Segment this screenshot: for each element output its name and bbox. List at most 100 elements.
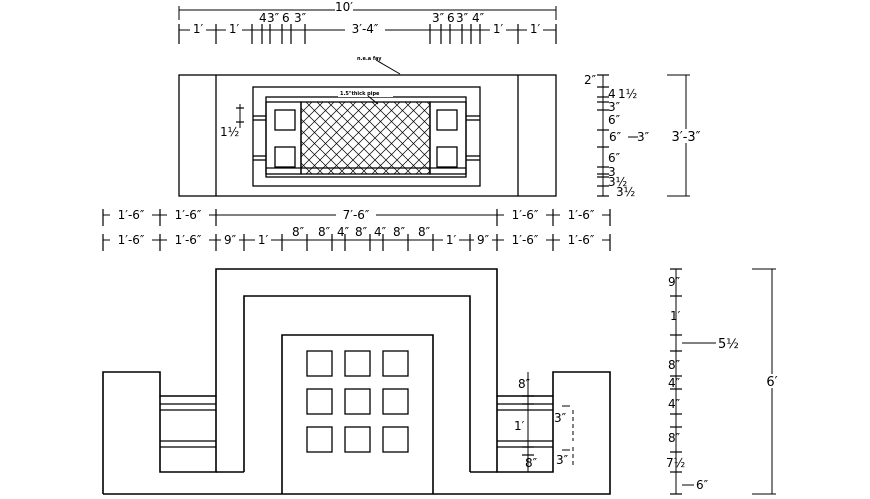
mesh-line [493, 102, 565, 174]
top-plan-right-chain: 2″ 4 1½ 3″ 6″ 6″ 6″ 3 3½ 3½ 3″ 3′-3″ [584, 73, 707, 199]
dim-label: 1′-6″ [512, 208, 539, 222]
mesh-line [382, 126, 430, 174]
dim-label: 3″ [637, 130, 650, 144]
overall-width-dimension: 10′ [178, 0, 557, 20]
mesh-line [301, 102, 368, 169]
mesh-line [316, 102, 390, 174]
dim-label: 4″ [374, 225, 387, 239]
dim-label: 6 [282, 11, 290, 25]
dim-label: 3″ [554, 411, 567, 425]
dim-label: 1′ [514, 419, 525, 433]
mesh-line [404, 148, 430, 174]
dim-label: 8″ [418, 225, 431, 239]
mid-dimension-row-1: 1′-6″ 1′-6″ 7′-6″ 1′-6″ 1′-6″ [102, 208, 611, 226]
dim-label: 8″ [525, 456, 538, 470]
mesh-line [493, 102, 565, 174]
mesh-line [301, 151, 324, 174]
dim-label: 3′-4″ [352, 22, 379, 36]
dim-label: 3″ [556, 453, 569, 467]
top-plan-view [178, 74, 565, 197]
dim-label: 8″ [518, 377, 531, 391]
mesh-line [301, 102, 335, 136]
dim-label: 3′-3″ [671, 130, 700, 145]
dim-label: 6″ [609, 130, 622, 144]
mesh-hatch [301, 102, 565, 174]
dim-label: 1′ [446, 233, 457, 247]
mesh-line [438, 102, 510, 174]
dim-label: 3″ [432, 11, 445, 25]
dim-label: 1′ [493, 22, 504, 36]
mesh-line [460, 102, 532, 174]
mesh-line [305, 102, 379, 174]
dim-label: 3½ [608, 175, 627, 189]
dim-label: 4″ [337, 225, 350, 239]
elevation-right-chain: 9″ 1′ 5½ 8″ 4″ 4″ 8″ 7½ 6″ 6′ [666, 268, 782, 495]
dim-label: 6 [447, 11, 455, 25]
top-dimension-chain: 1′ 1′ 4 3″ 6 3″ 3′-4″ 3″ 6 3″ 4″ 1′ 1′ [178, 11, 557, 44]
dim-label: 1′ [530, 22, 541, 36]
dim-label: 4″ [472, 11, 485, 25]
dim-label: 1′-6″ [175, 233, 202, 247]
dim-label: 1′-6″ [118, 208, 145, 222]
mesh-line [349, 102, 423, 174]
dim-label: 1′-6″ [118, 233, 145, 247]
dim-label: 6′ [766, 375, 777, 390]
dim-label: 4″ [668, 397, 681, 411]
dim-label: 5½ [718, 337, 739, 352]
mesh-line [301, 140, 335, 174]
dim-label: 3″ [294, 11, 307, 25]
dim-label: 9″ [668, 275, 681, 289]
mesh-line [393, 102, 430, 139]
dim-label: 1′ [258, 233, 269, 247]
dim-label: 9″ [224, 233, 237, 247]
dim-label: 6″ [696, 478, 709, 492]
mesh-line [471, 102, 543, 174]
mesh-line [426, 170, 430, 174]
mesh-line [393, 137, 430, 174]
mesh-line [327, 102, 401, 174]
dim-label: 9″ [477, 233, 490, 247]
mesh-line [415, 102, 430, 117]
mesh-line [438, 102, 510, 174]
mesh-line [371, 115, 430, 174]
dim-label: 1′ [670, 309, 681, 323]
dim-label: 3″ [456, 11, 469, 25]
dim-label: 1′-6″ [568, 208, 595, 222]
dim-label: 1′-6″ [568, 233, 595, 247]
mesh-line [301, 102, 357, 158]
mesh-line [301, 102, 346, 147]
note-label: n.e.a fay [357, 56, 382, 62]
dim-label: 7′-6″ [343, 208, 370, 222]
dim-label: 1′ [193, 22, 204, 36]
dim-label: 8″ [393, 225, 406, 239]
front-elevation [102, 268, 611, 495]
dim-label: 1½ [220, 125, 239, 139]
mesh-line [404, 102, 430, 128]
dim-label: 6″ [608, 113, 621, 127]
mesh-line [471, 102, 543, 174]
dim-label: 8″ [355, 225, 368, 239]
dim-label: 8″ [318, 225, 331, 239]
dim-label: 1½ [618, 87, 637, 101]
dim-label: 4 [259, 11, 267, 25]
dim-label: 7½ [666, 456, 685, 470]
mesh-line [360, 104, 430, 174]
dim-label: 4″ [668, 376, 681, 390]
dim-label: 4 [608, 87, 616, 101]
dim-label: 8″ [292, 225, 305, 239]
pipe-note-label: 1.5"thick pipe [340, 91, 380, 97]
dim-label: 1′-6″ [512, 233, 539, 247]
dim-label: 1′-6″ [175, 208, 202, 222]
dim-label: 2″ [584, 73, 597, 87]
mesh-line [449, 102, 521, 174]
dim-label: 3 [608, 165, 616, 179]
mesh-line [460, 102, 532, 174]
mesh-line [449, 102, 521, 174]
elevation-side-dimensions: 8″ 1′ 8″ 3″ 3″ [514, 372, 574, 472]
small-dimension: 1½ [220, 104, 244, 139]
dim-label: 3″ [267, 11, 280, 25]
dim-label: 6″ [608, 151, 621, 165]
mesh-line [338, 102, 412, 174]
dim-label: 8″ [668, 431, 681, 445]
